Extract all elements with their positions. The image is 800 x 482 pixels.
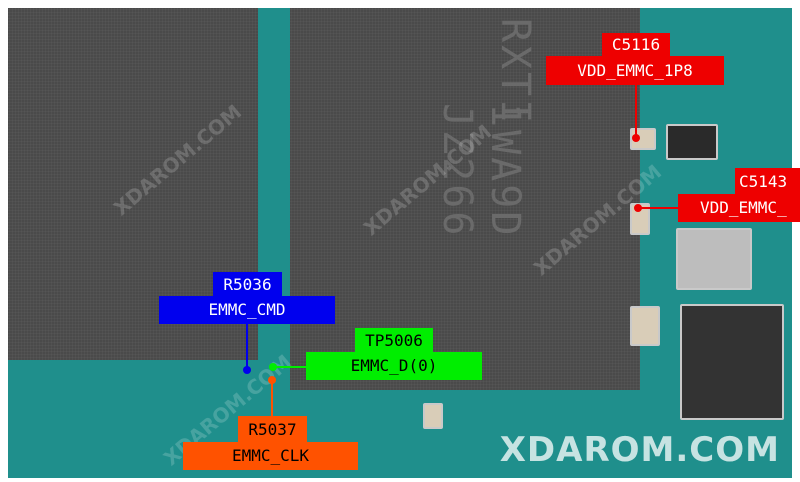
leader-line (638, 207, 680, 209)
c5116-ref-label: C5116 (602, 33, 670, 57)
leader-line (635, 85, 637, 137)
c5143-net-label: VDD_EMMC_ (678, 194, 800, 222)
capacitor (630, 306, 660, 346)
r5036-ref-label: R5036 (213, 272, 282, 297)
inductor (676, 228, 752, 290)
r5036-marker (243, 366, 251, 374)
r5037-marker (268, 376, 276, 384)
r5036-net-label: EMMC_CMD (159, 296, 335, 324)
tp5006-net-label: EMMC_D(0) (306, 352, 482, 380)
r5037-ref-label: R5037 (238, 416, 307, 443)
leader-line (271, 380, 273, 418)
tp5006-ref-label: TP5006 (355, 328, 433, 353)
c5143-marker (634, 204, 642, 212)
capacitor (423, 403, 443, 429)
r5037-net-label: EMMC_CLK (183, 442, 358, 470)
c5116-net-label: VDD_EMMC_1P8 (546, 56, 724, 85)
xdarom-logo: XDAROM.COM (499, 430, 780, 470)
c5143-ref-label: C5143 (735, 168, 800, 195)
ic (680, 304, 784, 420)
diode (666, 124, 718, 160)
leader-line (246, 324, 248, 368)
leader-line (274, 366, 308, 368)
chip-marking: 1WA9D (482, 103, 528, 239)
c5116-marker (632, 134, 640, 142)
tp5006-marker (269, 363, 277, 371)
